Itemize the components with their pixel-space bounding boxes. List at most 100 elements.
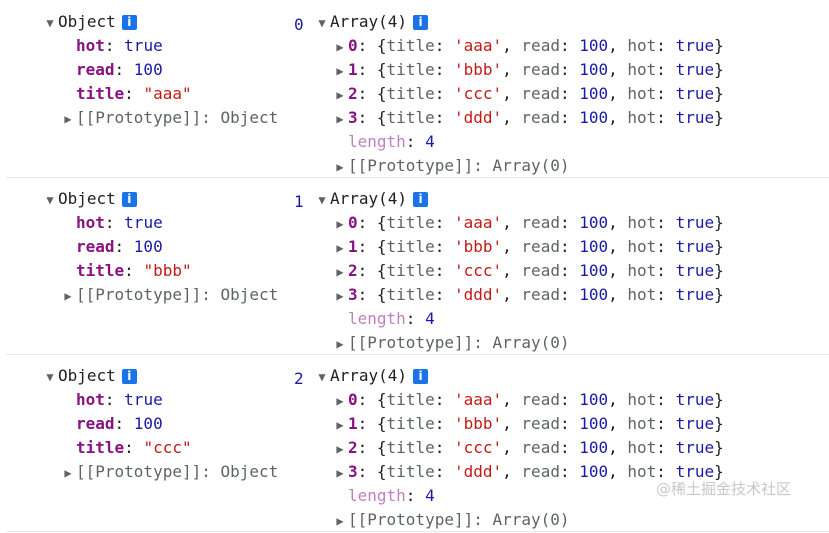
property-value: 100 xyxy=(133,414,163,433)
prototype-label: [[Prototype]]: Object xyxy=(76,462,279,481)
log-index: 0 xyxy=(294,15,304,34)
item-value: true xyxy=(675,462,715,481)
array-header[interactable]: ▼Array(4)i xyxy=(314,364,429,388)
object-prototype[interactable]: ▶ [[Prototype]]: Object xyxy=(60,460,278,484)
expand-triangle-icon[interactable]: ▶ xyxy=(336,217,344,231)
info-icon[interactable]: i xyxy=(413,369,429,384)
array-item[interactable]: ▶3: {title: 'ddd', read: 100, hot: true} xyxy=(332,106,723,130)
array-prototype[interactable]: ▶[[Prototype]]: Array(0) xyxy=(332,508,569,532)
property-hot: hot: true xyxy=(76,36,163,55)
info-icon[interactable]: i xyxy=(413,192,429,207)
expand-triangle-icon[interactable]: ▶ xyxy=(336,514,344,528)
property-read: read: 100 xyxy=(76,414,163,433)
prototype-label: [[Prototype]]: Object xyxy=(76,285,279,304)
info-icon[interactable]: i xyxy=(121,369,137,384)
array-item[interactable]: ▶2: {title: 'ccc', read: 100, hot: true} xyxy=(332,259,723,283)
info-icon[interactable]: i xyxy=(121,192,137,207)
expand-triangle-icon[interactable]: ▶ xyxy=(336,241,344,255)
item-key: read xyxy=(521,36,560,55)
item-value: 'bbb' xyxy=(453,60,503,79)
array-item[interactable]: ▶0: {title: 'aaa', read: 100, hot: true} xyxy=(332,34,723,58)
array-item[interactable]: ▶2: {title: 'ccc', read: 100, hot: true} xyxy=(332,436,723,460)
log-index: 2 xyxy=(294,369,304,388)
expand-triangle-icon[interactable]: ▶ xyxy=(336,112,344,126)
array-label: Array(4) xyxy=(330,12,408,31)
item-value: 100 xyxy=(579,390,609,409)
expand-triangle-icon[interactable]: ▶ xyxy=(336,265,344,279)
expand-triangle-icon[interactable]: ▶ xyxy=(336,394,344,408)
item-index: 3 xyxy=(348,285,358,304)
array-header[interactable]: ▼Array(4)i xyxy=(314,187,429,211)
collapse-triangle-icon[interactable]: ▼ xyxy=(46,370,54,384)
item-value: true xyxy=(675,261,715,280)
expand-triangle-icon[interactable]: ▶ xyxy=(336,418,344,432)
item-key: title xyxy=(386,84,435,103)
array-item[interactable]: ▶1: {title: 'bbb', read: 100, hot: true} xyxy=(332,235,723,259)
collapse-triangle-icon[interactable]: ▼ xyxy=(46,16,54,30)
object-prototype[interactable]: ▶ [[Prototype]]: Object xyxy=(60,283,278,307)
info-icon[interactable]: i xyxy=(121,15,137,30)
item-value: 'aaa' xyxy=(453,36,503,55)
array-item[interactable]: ▶3: {title: 'ddd', read: 100, hot: true} xyxy=(332,283,723,307)
item-value: 100 xyxy=(579,261,609,280)
property-value: "aaa" xyxy=(143,84,192,103)
expand-triangle-icon[interactable]: ▶ xyxy=(64,112,72,126)
array-prototype[interactable]: ▶[[Prototype]]: Array(0) xyxy=(332,154,569,178)
item-index: 3 xyxy=(348,108,358,127)
collapse-triangle-icon[interactable]: ▼ xyxy=(318,370,326,384)
expand-triangle-icon[interactable]: ▶ xyxy=(336,160,344,174)
array-item[interactable]: ▶0: {title: 'aaa', read: 100, hot: true} xyxy=(332,388,723,412)
expand-triangle-icon[interactable]: ▶ xyxy=(336,466,344,480)
item-value: 100 xyxy=(579,60,609,79)
array-item[interactable]: ▶2: {title: 'ccc', read: 100, hot: true} xyxy=(332,82,723,106)
array-item[interactable]: ▶0: {title: 'aaa', read: 100, hot: true} xyxy=(332,211,723,235)
item-value: 'ccc' xyxy=(453,261,503,280)
item-value: true xyxy=(675,237,715,256)
property-key: hot xyxy=(76,213,105,232)
item-index: 0 xyxy=(348,390,358,409)
item-key: read xyxy=(521,438,560,457)
array-header[interactable]: ▼ Array(4) i xyxy=(314,10,429,34)
item-key: hot xyxy=(627,237,657,256)
array-prototype[interactable]: ▶[[Prototype]]: Array(0) xyxy=(332,331,569,355)
item-value: true xyxy=(675,213,715,232)
object-label: Object xyxy=(58,189,116,208)
log-index: 1 xyxy=(294,192,304,211)
item-value: 'ddd' xyxy=(453,108,503,127)
property-value: 100 xyxy=(133,237,163,256)
item-value: 100 xyxy=(579,36,609,55)
array-item[interactable]: ▶1: {title: 'bbb', read: 100, hot: true} xyxy=(332,58,723,82)
item-index: 2 xyxy=(348,84,358,103)
expand-triangle-icon[interactable]: ▶ xyxy=(336,88,344,102)
collapse-triangle-icon[interactable]: ▼ xyxy=(318,16,326,30)
expand-triangle-icon[interactable]: ▶ xyxy=(64,466,72,480)
item-value: true xyxy=(675,84,715,103)
info-icon[interactable]: i xyxy=(413,15,429,30)
object-prototype[interactable]: ▶[[Prototype]]: Object xyxy=(60,106,278,130)
property-key: title xyxy=(76,261,125,280)
expand-triangle-icon[interactable]: ▶ xyxy=(336,289,344,303)
array-item[interactable]: ▶1: {title: 'bbb', read: 100, hot: true} xyxy=(332,412,723,436)
item-index: 0 xyxy=(348,36,358,55)
property-value: true xyxy=(124,390,163,409)
item-key: title xyxy=(386,60,435,79)
expand-triangle-icon[interactable]: ▶ xyxy=(64,289,72,303)
property-hot: hot: true xyxy=(76,390,163,409)
expand-triangle-icon[interactable]: ▶ xyxy=(336,337,344,351)
item-key: title xyxy=(386,261,435,280)
expand-triangle-icon[interactable]: ▶ xyxy=(336,64,344,78)
expand-triangle-icon[interactable]: ▶ xyxy=(336,40,344,54)
item-value: 'ddd' xyxy=(453,285,503,304)
collapse-triangle-icon[interactable]: ▼ xyxy=(46,193,54,207)
item-key: title xyxy=(386,237,435,256)
expand-triangle-icon[interactable]: ▶ xyxy=(336,442,344,456)
array-item[interactable]: ▶3: {title: 'ddd', read: 100, hot: true} xyxy=(332,460,723,484)
item-value: 100 xyxy=(579,108,609,127)
collapse-triangle-icon[interactable]: ▼ xyxy=(318,193,326,207)
property-read: read: 100 xyxy=(76,237,163,256)
item-key: read xyxy=(521,285,560,304)
item-value: 'bbb' xyxy=(453,414,503,433)
